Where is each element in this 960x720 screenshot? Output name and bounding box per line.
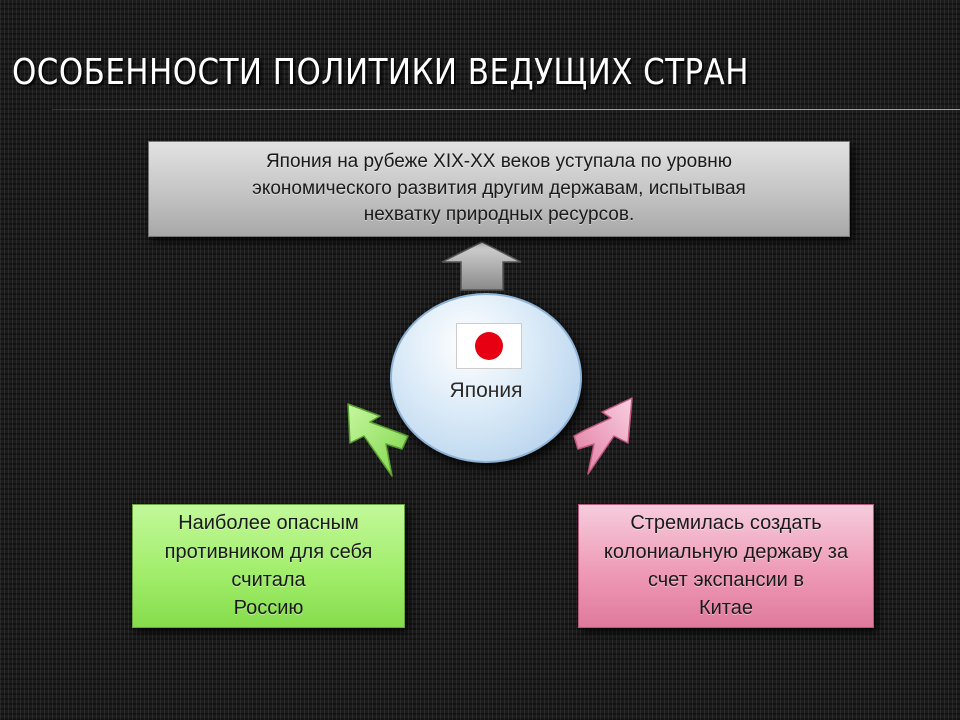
left-info-box: Наиболее опасным противником для себя сч… (132, 504, 405, 628)
japan-flag-icon (456, 323, 522, 369)
right-box-line: Китае (698, 597, 753, 620)
title-underline (52, 109, 960, 110)
left-box-line: Наиболее опасным (178, 512, 359, 535)
top-box-line: Япония на рубеже XIX-XX веков уступала п… (265, 150, 733, 172)
up-arrow-icon (441, 241, 522, 291)
flag-red-disc (475, 332, 503, 360)
left-box-line: Россию (233, 597, 304, 620)
right-box-line: колониальную державу за (603, 540, 849, 563)
curved-arrow-right-icon (573, 397, 633, 475)
right-info-box: Стремилась создать колониальную державу … (578, 504, 874, 628)
left-box-line: противником для себя (164, 540, 373, 563)
top-info-box: Япония на рубеже XIX-XX веков уступала п… (148, 141, 850, 237)
center-node-label: Япония (449, 379, 523, 402)
top-box-line: нехватку природных ресурсов. (363, 204, 635, 226)
japan-center-node: Япония (390, 293, 582, 463)
right-box-line: счет экспансии в (647, 569, 805, 591)
top-box-line: экономического развития другим державам,… (252, 177, 746, 199)
right-box-line: Стремилась создать (630, 512, 822, 535)
curved-arrow-left-icon (347, 403, 409, 477)
left-box-line: считала (231, 569, 306, 591)
slide-title: ОСОБЕННОСТИ ПОЛИТИКИ ВЕДУЩИХ СТРАН (12, 52, 749, 93)
